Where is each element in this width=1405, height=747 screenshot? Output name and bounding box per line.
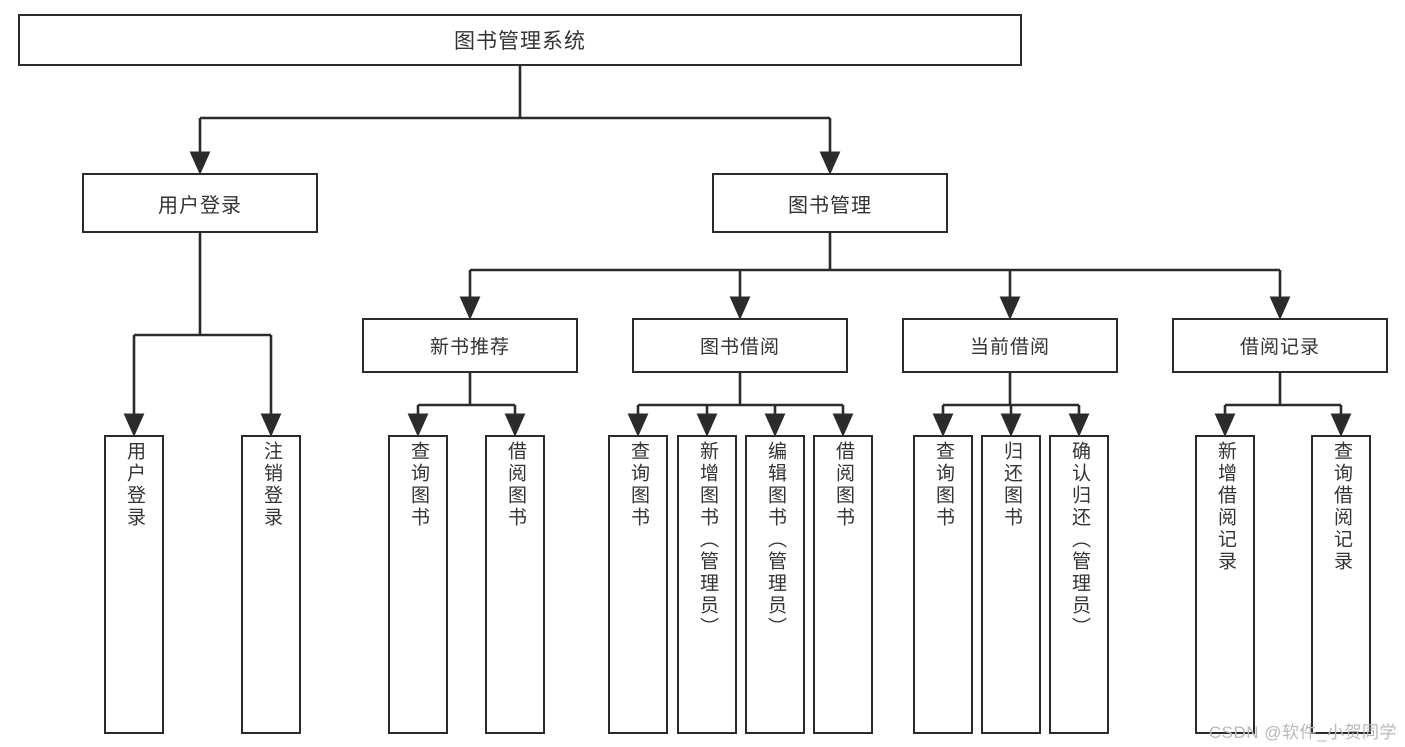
node-label: 用户登录: [158, 194, 242, 217]
leaf-query-book-new[interactable]: 查询图书: [388, 435, 448, 734]
node-label: 借阅图书: [832, 441, 854, 529]
node-label: 图书管理系统: [454, 30, 586, 53]
node-user-login[interactable]: 用户登录: [82, 173, 318, 233]
leaf-query-book-borrow[interactable]: 查询图书: [608, 435, 668, 734]
node-label: 注销登录: [260, 441, 282, 529]
node-label: 借阅记录: [1239, 337, 1320, 358]
node-book-borrowing[interactable]: 图书借阅: [632, 318, 848, 373]
leaf-return-book[interactable]: 归还图书: [981, 435, 1041, 734]
node-label: 当前借阅: [969, 337, 1050, 358]
node-label: 用户登录: [123, 441, 145, 529]
watermark-text: CSDN @软件_小贺同学: [1208, 723, 1397, 742]
leaf-borrow-book-new[interactable]: 借阅图书: [485, 435, 545, 734]
node-label: 编辑图书（管理员）: [764, 441, 786, 639]
node-current-borrowing[interactable]: 当前借阅: [902, 318, 1118, 373]
node-label: 新书推荐: [429, 337, 510, 358]
node-label: 查询图书: [407, 441, 429, 529]
leaf-query-borrow-record[interactable]: 查询借阅记录: [1311, 435, 1371, 734]
leaf-add-borrow-record[interactable]: 新增借阅记录: [1195, 435, 1255, 734]
node-new-book-recommendation[interactable]: 新书推荐: [362, 318, 578, 373]
node-label: 归还图书: [1000, 441, 1022, 529]
node-borrow-records[interactable]: 借阅记录: [1172, 318, 1388, 373]
leaf-user-login[interactable]: 用户登录: [104, 435, 164, 734]
node-label: 新增图书（管理员）: [696, 441, 718, 639]
node-label: 查询图书: [627, 441, 649, 529]
node-label: 查询图书: [932, 441, 954, 529]
node-label: 查询借阅记录: [1330, 441, 1352, 573]
connector-lines: [123, 66, 1352, 437]
node-label: 确认归还（管理员）: [1068, 441, 1090, 639]
leaf-edit-book-admin[interactable]: 编辑图书（管理员）: [745, 435, 805, 734]
node-label: 新增借阅记录: [1214, 441, 1236, 573]
leaf-add-book-admin[interactable]: 新增图书（管理员）: [677, 435, 737, 734]
node-root[interactable]: 图书管理系统: [18, 14, 1022, 66]
leaf-confirm-return-admin[interactable]: 确认归还（管理员）: [1049, 435, 1109, 734]
node-label: 借阅图书: [504, 441, 526, 529]
node-label: 图书借阅: [699, 337, 780, 358]
node-book-management[interactable]: 图书管理: [712, 173, 948, 233]
node-label: 图书管理: [788, 194, 872, 217]
leaf-logout[interactable]: 注销登录: [241, 435, 301, 734]
leaf-query-book-current[interactable]: 查询图书: [913, 435, 973, 734]
leaf-borrow-book[interactable]: 借阅图书: [813, 435, 873, 734]
